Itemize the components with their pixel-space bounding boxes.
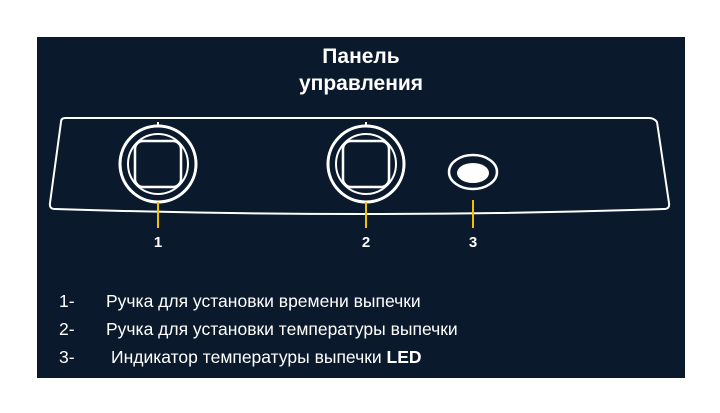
callout-number-3: 3 xyxy=(468,234,478,251)
led-indicator-icon xyxy=(447,153,499,191)
title-line-1: Панель xyxy=(322,45,400,68)
legend-text-main: Индикатор температуры выпечки xyxy=(111,347,387,367)
callout-number-2: 2 xyxy=(361,234,371,251)
legend-number: 3- xyxy=(59,347,75,367)
knob-icon xyxy=(326,122,406,204)
legend-text: Ручка для установки времени выпечки xyxy=(106,291,421,311)
legend-item-1: 1- Ручка для установки времени выпечки xyxy=(59,291,421,312)
legend-text: Индикатор температуры выпечки LED xyxy=(111,347,422,367)
knob-icon xyxy=(118,122,198,204)
legend-text: Ручка для установки температуры выпечки xyxy=(106,319,458,339)
panel-outline xyxy=(48,117,671,215)
control-panel-diagram: Панель управления 1 2 3 1- Ручка для уста… xyxy=(37,37,685,378)
legend-number: 2- xyxy=(59,319,75,339)
diagram-title: Панель управления xyxy=(37,43,685,97)
legend-number: 1- xyxy=(59,291,75,311)
title-line-2: управления xyxy=(298,72,424,95)
legend-text-led: LED xyxy=(386,347,422,367)
panel-drawing xyxy=(48,117,671,228)
legend-item-2: 2- Ручка для установки температуры выпечк… xyxy=(59,319,458,340)
callout-number-1: 1 xyxy=(153,234,163,251)
legend-item-3: 3- Индикатор температуры выпечки LED xyxy=(59,347,422,368)
